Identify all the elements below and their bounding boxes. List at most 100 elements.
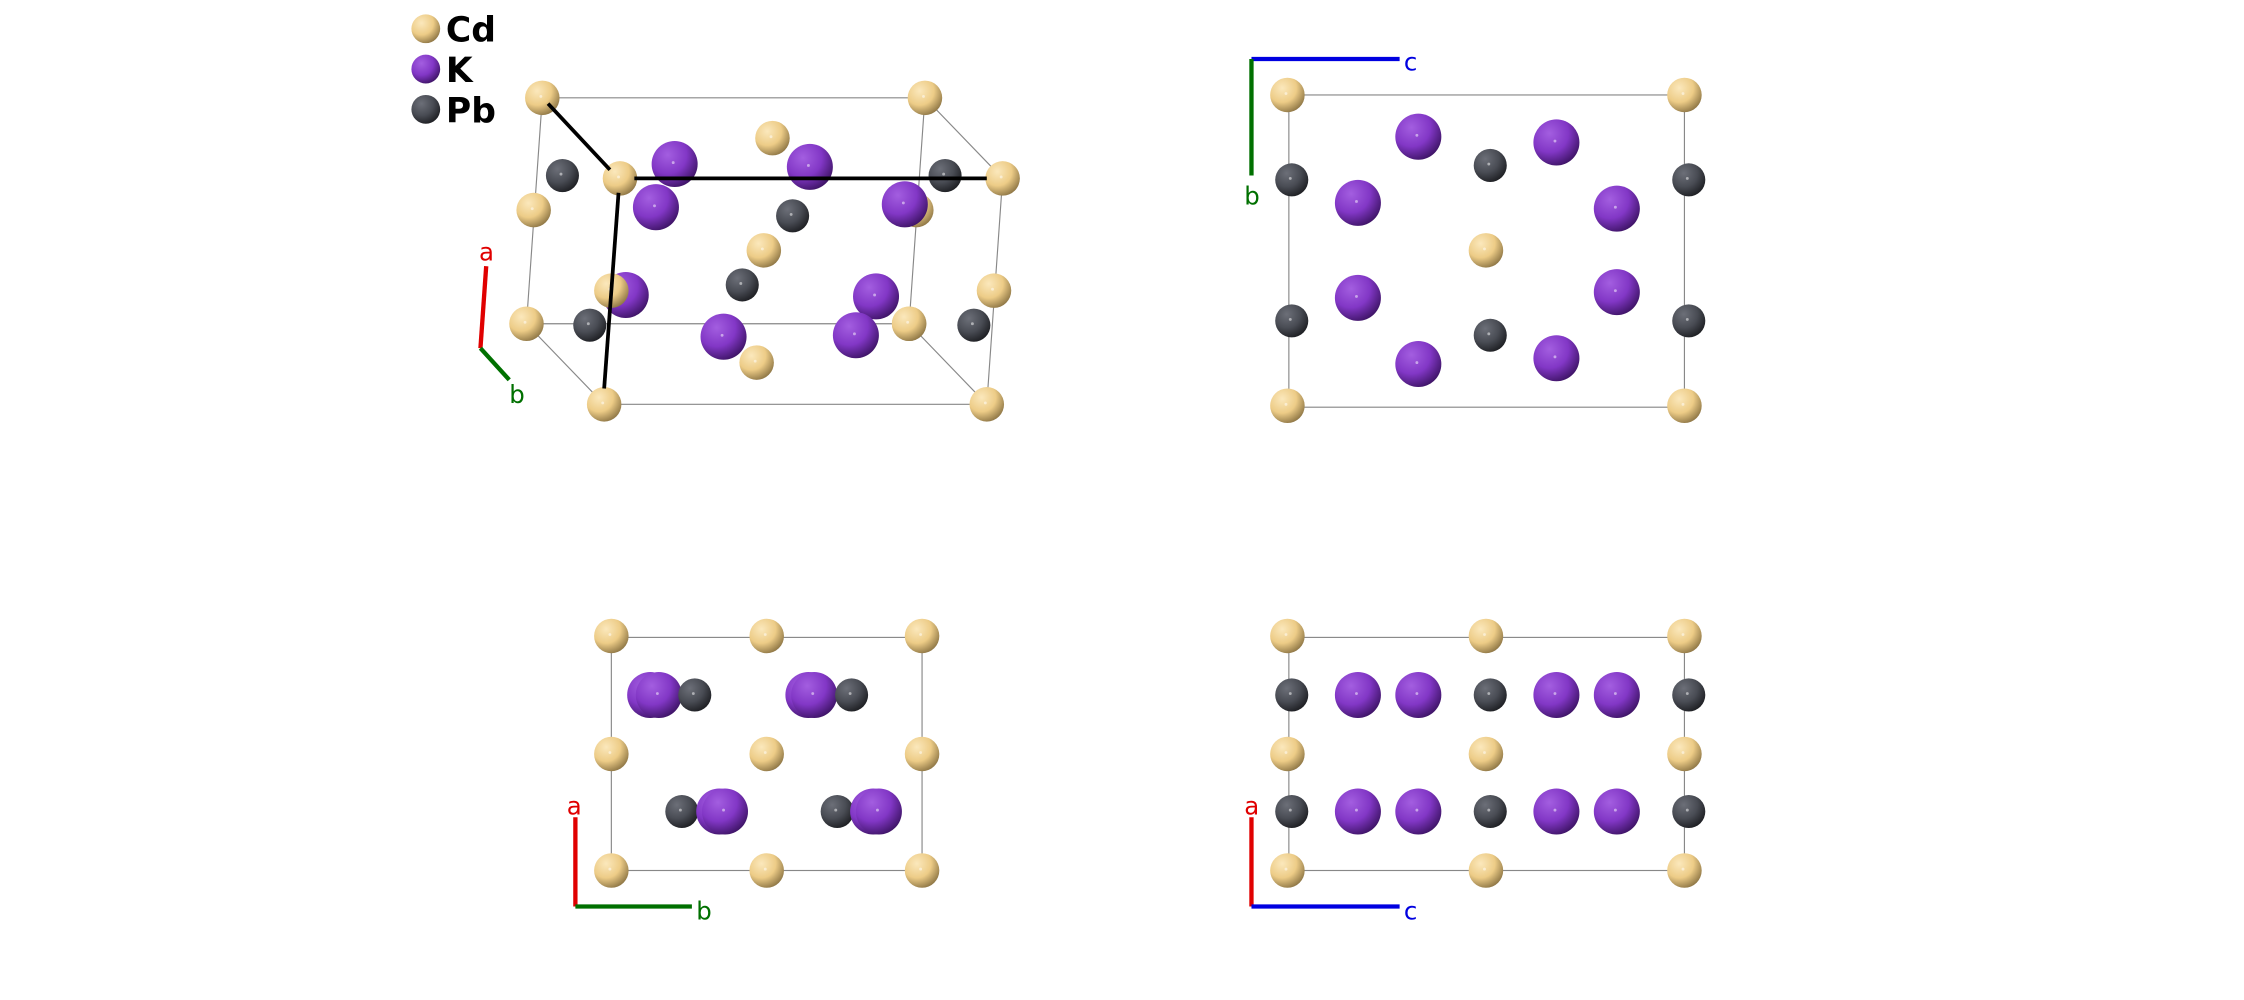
atom-k	[1593, 788, 1640, 835]
atom-highlight	[1685, 317, 1689, 321]
atom-cd	[1270, 77, 1305, 113]
atom-highlight	[1284, 402, 1288, 406]
atom-highlight	[970, 322, 974, 326]
atom-highlight	[763, 867, 767, 871]
atom-cd	[509, 306, 544, 342]
atom-highlight	[834, 808, 838, 812]
atom-cd	[594, 853, 629, 888]
cell-edges-bold	[546, 102, 987, 389]
legend-cd-label: Cd	[446, 11, 496, 51]
atom-highlight	[1553, 139, 1557, 143]
atom-highlight	[1284, 751, 1288, 754]
atom-k	[1533, 671, 1580, 718]
axis-a-label: a	[1244, 791, 1259, 820]
atom-cd	[904, 853, 940, 888]
atom-highlight	[1288, 808, 1292, 812]
atom-k	[1334, 671, 1381, 718]
atom-highlight	[530, 207, 534, 211]
atom-pb	[776, 199, 810, 233]
atom-highlight	[1355, 294, 1358, 298]
atom-k	[1334, 179, 1381, 226]
atom-highlight	[691, 692, 695, 695]
atom-highlight	[523, 320, 527, 324]
atom-highlight	[876, 808, 879, 812]
atom-pb	[1275, 678, 1309, 712]
atom-highlight	[559, 172, 563, 176]
atom-highlight	[991, 287, 994, 291]
axis-indicator: a b	[567, 791, 712, 925]
atom-highlight	[1487, 332, 1491, 336]
view-along-b: a c	[1244, 618, 1706, 925]
axis-b-label: b	[1244, 181, 1260, 210]
atom-highlight	[1681, 402, 1685, 406]
axis-b-label: b	[696, 896, 712, 925]
atom-highlight	[1288, 317, 1292, 321]
atom-highlight	[1415, 133, 1419, 137]
axis-indicator: a b	[478, 237, 525, 409]
axis-a-label: a	[567, 791, 582, 820]
atom-pb	[820, 794, 854, 829]
atom-highlight	[1288, 176, 1292, 180]
atom-cd	[1270, 736, 1305, 772]
atom-highlight	[1284, 867, 1288, 871]
atom-highlight	[586, 322, 590, 326]
atom-highlight	[922, 94, 925, 98]
atom-pb	[1672, 304, 1706, 338]
atom-pb	[665, 794, 699, 829]
atom-highlight	[678, 808, 682, 812]
atom-highlight	[1415, 808, 1419, 812]
atom-highlight	[1487, 692, 1491, 695]
atom-k	[1593, 671, 1640, 718]
atom-cd	[594, 736, 629, 772]
atom-k	[1593, 269, 1640, 316]
atom-highlight	[1685, 176, 1689, 180]
atom-cd	[1270, 388, 1305, 424]
atom-pb	[678, 678, 712, 712]
legend: Cd K Pb	[411, 11, 496, 131]
atom-highlight	[1613, 289, 1617, 293]
atom-highlight	[1685, 692, 1689, 695]
atom-pb	[835, 678, 869, 712]
atom-k	[1395, 341, 1442, 388]
atom-cd	[1667, 853, 1702, 888]
atom-highlight	[1613, 692, 1617, 695]
atom-highlight	[919, 867, 923, 871]
atom-cd	[749, 618, 784, 654]
atom-highlight	[671, 161, 675, 165]
view-along-a: c b	[1244, 48, 1706, 424]
atom-highlight	[1613, 205, 1617, 209]
atom-highlight	[720, 333, 724, 337]
atom-highlight	[873, 293, 877, 297]
atom-cd	[1468, 233, 1504, 268]
atom-highlight	[1355, 692, 1358, 695]
atom-cd	[755, 120, 790, 156]
atom-highlight	[806, 164, 810, 167]
atom-highlight	[608, 633, 612, 636]
atom-highlight	[617, 175, 620, 179]
atom-cd	[904, 618, 940, 654]
atom-k	[1334, 274, 1381, 321]
legend-cd-swatch	[411, 14, 441, 44]
legend-pb-label: Pb	[446, 91, 496, 131]
atom-highlight	[1553, 692, 1557, 695]
atom-cd	[1468, 853, 1504, 888]
atom-highlight	[999, 175, 1003, 179]
atom-highlight	[760, 247, 764, 251]
atom-cd	[1667, 388, 1702, 424]
atom-cd	[746, 233, 782, 268]
atom-highlight	[901, 201, 905, 205]
atom-highlight	[983, 401, 987, 405]
atom-highlight	[722, 808, 725, 812]
atom-highlight	[601, 401, 605, 405]
view-along-c: a b	[567, 618, 940, 925]
atom-k	[632, 184, 679, 231]
atom-pb	[1672, 794, 1706, 829]
atom-pb	[725, 268, 759, 302]
atom-highlight	[789, 212, 793, 216]
atom-highlight	[1613, 808, 1617, 812]
atom-highlight	[1553, 808, 1557, 812]
atom-highlight	[1355, 808, 1358, 812]
atom-cd	[969, 387, 1005, 422]
atom-highlight	[919, 751, 923, 754]
